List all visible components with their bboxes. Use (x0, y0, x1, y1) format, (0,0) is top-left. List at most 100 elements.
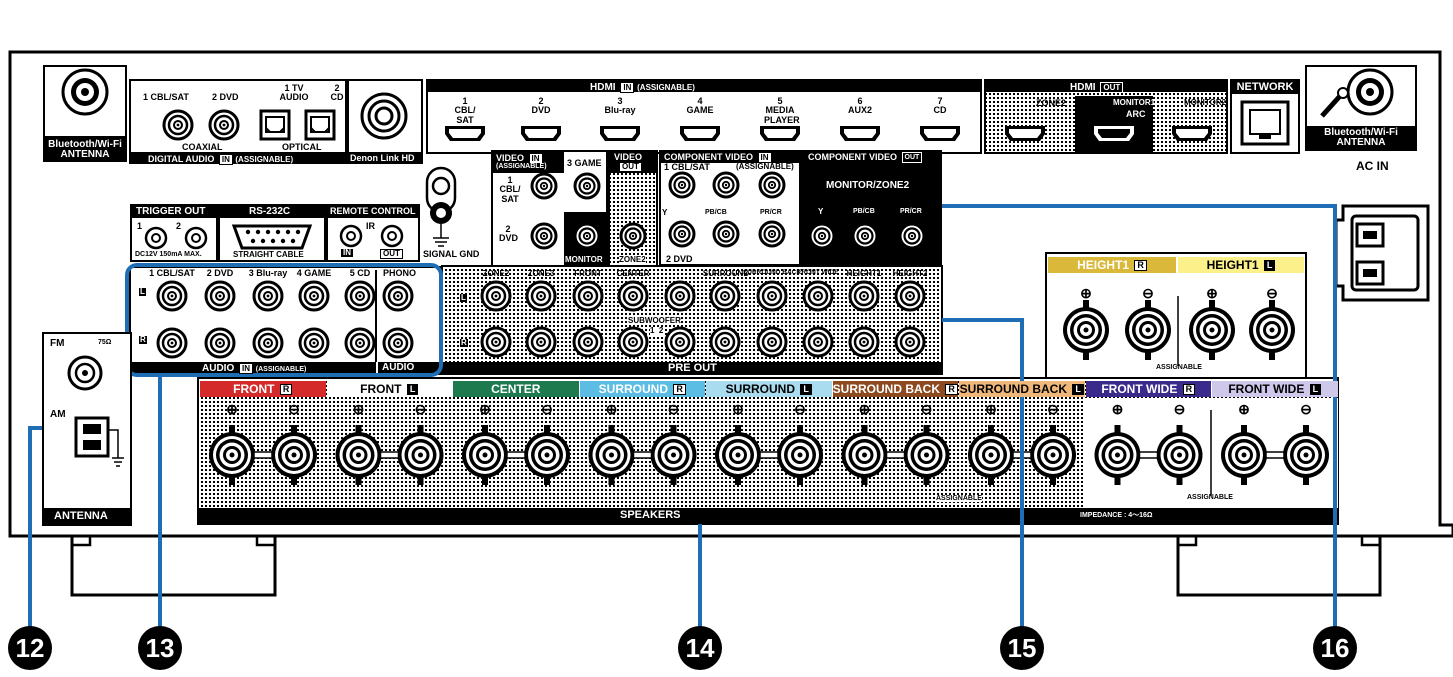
component-dvd-label: 2 DVD (666, 254, 693, 264)
pre-out-jack-lower (756, 326, 788, 358)
speaker-side-flag: R (673, 384, 686, 396)
audio-in-title: AUDIO IN (ASSIGNABLE) (202, 363, 306, 374)
video-in-flag: IN (528, 153, 543, 164)
digital-audio-title-text: DIGITAL AUDIO (148, 153, 215, 164)
hdmi-port-num: 6 (857, 96, 863, 106)
video-in-title-text: VIDEO (496, 152, 525, 163)
speaker-channel-name: SURROUND (725, 382, 795, 396)
rs232-note: STRAIGHT CABLE (233, 250, 304, 259)
speaker-channel-bar: FRONT R (200, 381, 326, 397)
bt-antenna-left-label: Bluetooth/Wi-Fi ANTENNA (44, 140, 126, 160)
bt-antenna-right-label: Bluetooth/Wi-Fi ANTENNA (1306, 128, 1416, 148)
digital-audio-in-flag: IN (218, 154, 233, 165)
minus-icon: ⊖ (1300, 401, 1312, 417)
hdmi-in-title: HDMI IN (ASSIGNABLE) (590, 82, 695, 93)
foot-right (1176, 536, 1382, 597)
hdmi-out-monitor2-label: MONITOR2 (1184, 98, 1227, 107)
minus-icon: ⊖ (1142, 285, 1154, 301)
callout-13-highlight (125, 263, 443, 377)
speaker-channel-bar: FRONT WIDE R (1085, 381, 1211, 397)
pre-out-jack-upper (709, 280, 741, 312)
minus-icon: ⊖ (1174, 401, 1186, 417)
pre-out-jack-lower (572, 326, 604, 358)
plus-icon: ⊕ (606, 401, 618, 417)
audio-in-source-label: 1 CBL/SAT (149, 268, 195, 278)
trigger-note: DC12V 150mA MAX. (135, 251, 202, 258)
post-link (253, 451, 273, 459)
fm-am-antenna-title: ANTENNA (54, 510, 108, 522)
component-out-sub-label: MONITOR/ZONE2 (826, 180, 910, 191)
post-link (1265, 451, 1285, 459)
pre-out-jack-lower (525, 326, 557, 358)
plus-icon: ⊕ (1080, 285, 1092, 301)
hdmi-out-title-text: HDMI (1070, 82, 1096, 94)
hdmi-in-flag: IN (620, 82, 635, 93)
hdmi-port-num: 3 (617, 96, 623, 106)
speakers-assignable-label-2: ASSIGNABLE (1187, 494, 1233, 501)
trigger-out-title: TRIGGER OUT (136, 206, 206, 217)
trigger-2-label: 2 (176, 221, 182, 231)
video-cbl-label: 1 CBL/ SAT (499, 175, 521, 204)
network-label: NETWORK (1236, 81, 1294, 93)
component-assignable: (ASSIGNABLE) (736, 162, 794, 171)
pre-out-jack-upper (664, 280, 696, 312)
subwoofer-nums: 1 2 (650, 326, 664, 336)
callout-12: 12 (8, 626, 52, 670)
speaker-channel-name: SURROUND BACK (959, 382, 1067, 396)
height-assignable-label: ASSIGNABLE (1156, 364, 1202, 371)
pre-out-jack-lower (664, 326, 696, 358)
pre-out-channel-label: FRONT (574, 269, 602, 278)
pre-out-l-marker: L (460, 293, 467, 302)
pre-out-channel-label: ZONE2 (482, 269, 510, 278)
component-in-pb-label: PB/CB (705, 209, 727, 216)
minus-icon: ⊖ (541, 401, 553, 417)
minus-icon: ⊖ (794, 401, 806, 417)
audio-in-jack-l (156, 280, 188, 312)
video-in-assignable: (ASSIGNABLE) (496, 163, 547, 170)
pre-out-title: PRE OUT (668, 362, 717, 374)
speakers-assignable-label-1: ASSIGNABLE (936, 495, 982, 503)
pre-out-jack-upper (525, 280, 557, 312)
bt-antenna-right-line1: Bluetooth/Wi-Fi (1324, 127, 1398, 138)
audio-in-source-label: 5 CD (349, 268, 371, 278)
minus-icon: ⊖ (1266, 285, 1278, 301)
bt-antenna-left-line2: ANTENNA (60, 149, 110, 160)
speaker-channel-bar: FRONT WIDE L (1212, 381, 1338, 397)
pre-out-channel-label: HEIGHT1 (846, 269, 882, 278)
speakers-title: SPEAKERS (620, 509, 681, 521)
am-terminal (74, 416, 110, 458)
callout-14: 14 (678, 626, 722, 670)
component-out-flag: OUT (901, 152, 923, 163)
coaxial-label: COAXIAL (182, 142, 223, 152)
post-link (632, 451, 653, 459)
audio-in-jack-r (156, 327, 188, 359)
audio-in-jack-r (252, 327, 284, 359)
height1-l-bar: HEIGHT1 L (1178, 257, 1304, 273)
speaker-channel-name: FRONT WIDE (1101, 382, 1178, 396)
audio-in-r-marker: R (139, 335, 147, 344)
speaker-channel-bar: SURROUND R (579, 381, 705, 397)
speaker-side-flag: R (279, 384, 293, 396)
hdmi-in-assignable: (ASSIGNABLE) (637, 83, 695, 93)
height1-r-text: HEIGHT1 (1077, 258, 1130, 272)
plus-icon: ⊕ (1112, 401, 1124, 417)
video-monitor-label: MONITOR (565, 255, 603, 264)
pre-out-jack-upper (802, 280, 834, 312)
minus-icon: ⊖ (921, 401, 933, 417)
video-out-title: VIDEO (614, 152, 643, 162)
pre-out-jack-lower (802, 326, 834, 358)
speaker-channel-name: FRONT WIDE (1228, 382, 1305, 396)
pre-out-channel-label: FRONT WIDE (797, 269, 839, 276)
component-in-title-text: COMPONENT VIDEO (664, 151, 754, 162)
speaker-side-flag: L (1072, 384, 1084, 396)
callout-16: 16 (1313, 626, 1357, 670)
remote-in-flag: IN (341, 248, 353, 257)
phono-label: PHONO (383, 268, 417, 278)
hdmi-port-name: CBL/ SAT (454, 105, 476, 125)
component-out-title: COMPONENT VIDEO OUT (808, 152, 923, 163)
speaker-side-flag: R (945, 384, 958, 396)
hdmi-port-name: CD (933, 105, 947, 116)
audio-in-assignable: (ASSIGNABLE) (255, 366, 307, 374)
audio-in-jack-l (382, 280, 414, 312)
